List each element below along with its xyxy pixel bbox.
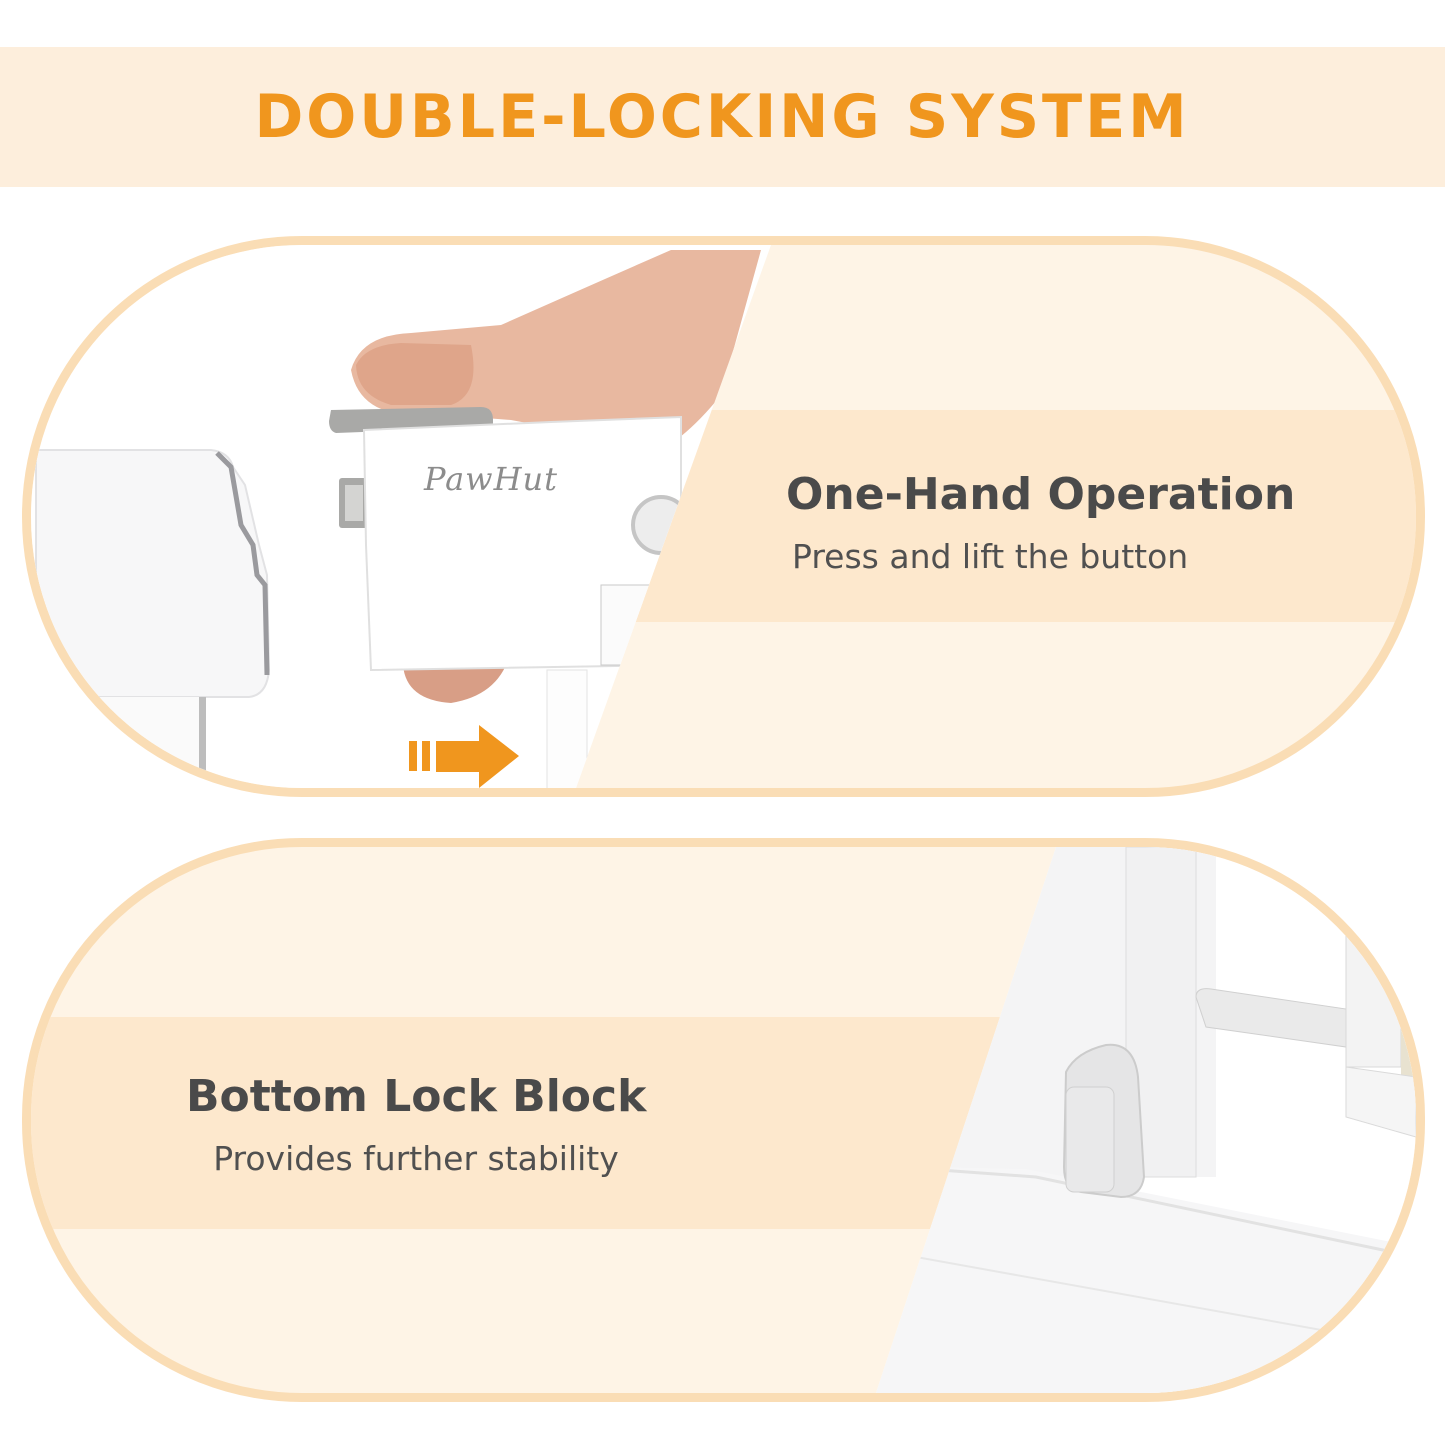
gate-bottom-illustration bbox=[876, 847, 1416, 1393]
feature-panel-one-hand-operation: PawHut One-Hand Operation Press and lift… bbox=[22, 236, 1425, 797]
feature-subtitle: Provides further stability bbox=[213, 1139, 619, 1178]
direction-arrow-right-icon bbox=[409, 725, 519, 788]
feature-title: One-Hand Operation bbox=[786, 469, 1296, 520]
product-photo-bottom-lock bbox=[876, 847, 1416, 1393]
feature-title: Bottom Lock Block bbox=[186, 1071, 647, 1122]
brand-logo: PawHut bbox=[424, 460, 558, 498]
product-photo-lock-button: PawHut bbox=[31, 245, 771, 788]
feature-text: One-Hand Operation Press and lift the bu… bbox=[786, 467, 1295, 579]
gate-lock-illustration bbox=[35, 250, 761, 788]
feature-panel-bottom-lock-block: Bottom Lock Block Provides further stabi… bbox=[22, 838, 1425, 1402]
feature-text: Bottom Lock Block Provides further stabi… bbox=[186, 1069, 646, 1181]
header-banner: DOUBLE-LOCKING SYSTEM bbox=[0, 47, 1445, 187]
feature-subtitle: Press and lift the button bbox=[792, 537, 1189, 576]
page-title: DOUBLE-LOCKING SYSTEM bbox=[254, 82, 1191, 152]
